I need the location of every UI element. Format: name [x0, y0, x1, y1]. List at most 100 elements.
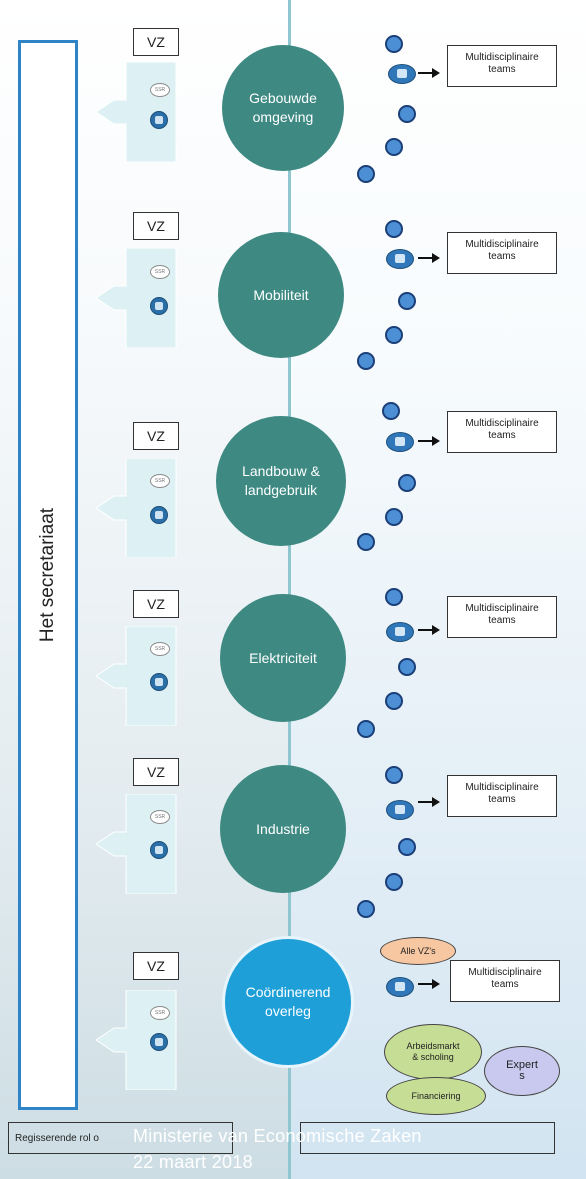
sector-circle-industrie: Industrie	[220, 765, 346, 893]
member-dot	[398, 474, 416, 492]
member-dot	[398, 292, 416, 310]
member-dot	[385, 508, 403, 526]
multidisciplinaire-teams-box: Multidisciplinaire teams	[450, 960, 560, 1002]
team-label-line2: teams	[488, 615, 516, 626]
secretariaat-label: Het secretariaat	[37, 507, 58, 643]
team-label-line1: Multidisciplinaire	[468, 967, 542, 978]
team-label-line2: teams	[488, 430, 516, 441]
member-dot	[385, 220, 403, 238]
financiering-label: Financiering	[411, 1090, 461, 1101]
sector-circle-landbouw: Landbouw & landgebruik	[216, 416, 346, 546]
sector-label-line1: Elektriciteit	[249, 649, 317, 666]
left-arrow-shape	[96, 248, 186, 358]
sector-circle-gebouwde-omgeving: Gebouwde omgeving	[222, 45, 344, 171]
left-arrow-shape	[96, 990, 186, 1100]
sector-circle-coordinerend-overleg: Coördinerend overleg	[222, 936, 354, 1068]
sector-label-line1: Industrie	[256, 820, 310, 837]
member-dot	[385, 138, 403, 156]
rijksoverheid-logo-icon	[150, 111, 168, 129]
sector-label-line1: Gebouwde	[249, 90, 317, 106]
rijksoverheid-logo-icon	[386, 432, 414, 452]
vz-box: VZ	[133, 422, 179, 450]
ssr-logo-icon: SSR	[150, 810, 170, 824]
rijksoverheid-logo-icon	[386, 800, 414, 820]
right-arrow-icon	[418, 625, 440, 635]
sector-label-line2: overleg	[265, 1003, 311, 1019]
right-arrow-icon	[418, 797, 440, 807]
experts-label-line1: Expert	[506, 1059, 538, 1071]
multidisciplinaire-teams-box: Multidisciplinaire teams	[447, 596, 557, 638]
sector-label-line2: landgebruik	[244, 482, 318, 498]
regisserende-rol-label: Regisserende rol o	[15, 1132, 99, 1144]
center-divider-line	[288, 0, 291, 1179]
bottom-right-box	[300, 1122, 555, 1154]
rijksoverheid-logo-icon	[150, 841, 168, 859]
alle-vz-oval: Alle VZ's	[380, 937, 456, 965]
member-dot	[385, 588, 403, 606]
vz-box: VZ	[133, 590, 179, 618]
rijksoverheid-logo-icon	[388, 64, 416, 84]
right-arrow-icon	[418, 253, 440, 263]
team-label-line1: Multidisciplinaire	[465, 52, 539, 63]
member-dot	[385, 766, 403, 784]
left-arrow-shape	[96, 458, 186, 568]
regisserende-rol-box: Regisserende rol o	[8, 1122, 233, 1154]
member-dot	[385, 326, 403, 344]
rijksoverheid-logo-icon	[386, 622, 414, 642]
member-dot	[398, 658, 416, 676]
experts-label-line2: s	[519, 1070, 525, 1082]
vz-box: VZ	[133, 212, 179, 240]
rijksoverheid-logo-icon	[150, 297, 168, 315]
team-label-line1: Multidisciplinaire	[465, 418, 539, 429]
arbeidsmarkt-label-line1: Arbeidsmarkt	[406, 1041, 460, 1051]
ssr-logo-icon: SSR	[150, 1006, 170, 1020]
member-dot	[357, 165, 375, 183]
team-label-line1: Multidisciplinaire	[465, 782, 539, 793]
team-label-line2: teams	[488, 251, 516, 262]
right-arrow-icon	[418, 68, 440, 78]
member-dot	[357, 720, 375, 738]
team-label-line2: teams	[488, 64, 516, 75]
rijksoverheid-logo-icon	[386, 977, 414, 997]
left-arrow-shape	[96, 62, 186, 172]
ssr-logo-icon: SSR	[150, 265, 170, 279]
arbeidsmarkt-label-line2: & scholing	[412, 1052, 454, 1062]
vz-box: VZ	[133, 758, 179, 786]
ssr-logo-icon: SSR	[150, 642, 170, 656]
rijksoverheid-logo-icon	[150, 506, 168, 524]
sector-circle-elektriciteit: Elektriciteit	[220, 594, 346, 722]
footer-date: 22 maart 2018	[133, 1152, 253, 1172]
right-arrow-icon	[418, 979, 440, 989]
multidisciplinaire-teams-box: Multidisciplinaire teams	[447, 775, 557, 817]
vz-box: VZ	[133, 28, 179, 56]
experts-oval: Expert s	[484, 1046, 560, 1096]
multidisciplinaire-teams-box: Multidisciplinaire teams	[447, 45, 557, 87]
team-label-line1: Multidisciplinaire	[465, 603, 539, 614]
alle-vz-label: Alle VZ's	[400, 945, 436, 956]
member-dot	[382, 402, 400, 420]
team-label-line2: teams	[491, 979, 519, 990]
right-arrow-icon	[418, 436, 440, 446]
member-dot	[357, 352, 375, 370]
member-dot	[357, 900, 375, 918]
multidisciplinaire-teams-box: Multidisciplinaire teams	[447, 411, 557, 453]
left-arrow-shape	[96, 626, 186, 736]
member-dot	[385, 35, 403, 53]
ssr-logo-icon: SSR	[150, 474, 170, 488]
member-dot	[385, 692, 403, 710]
secretariaat-frame: Het secretariaat	[18, 40, 78, 1110]
sector-label-line1: Mobiliteit	[253, 286, 309, 303]
member-dot	[398, 838, 416, 856]
vz-box: VZ	[133, 952, 179, 980]
member-dot	[398, 105, 416, 123]
member-dot	[357, 533, 375, 551]
footer-organisation: Ministerie van Economische Zaken	[133, 1126, 422, 1146]
sector-label-line1: Coördinerend	[245, 984, 331, 1000]
financiering-oval: Financiering	[386, 1077, 486, 1115]
rijksoverheid-logo-icon	[386, 249, 414, 269]
team-label-line1: Multidisciplinaire	[465, 239, 539, 250]
rijksoverheid-logo-icon	[150, 1033, 168, 1051]
sector-label-line2: omgeving	[252, 109, 314, 125]
sector-circle-mobiliteit: Mobiliteit	[218, 232, 344, 358]
sector-label-line1: Landbouw &	[242, 463, 320, 479]
